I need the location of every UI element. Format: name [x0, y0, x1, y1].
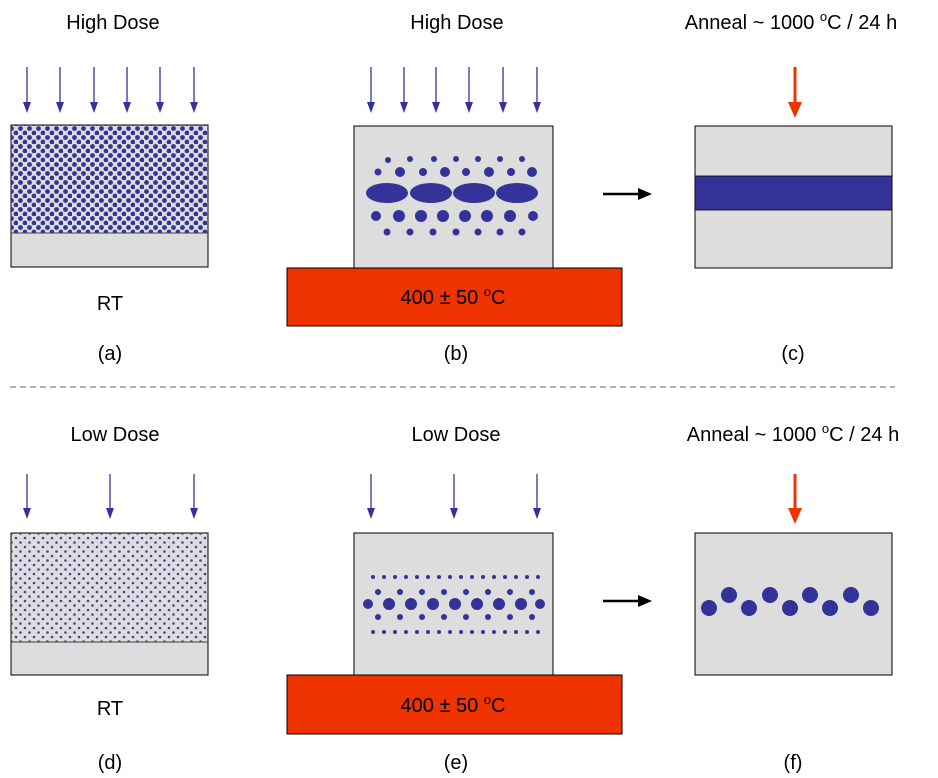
- precipitates-b: [366, 156, 538, 236]
- implanted-layer-d: [11, 533, 208, 642]
- process-arrow-top: [603, 188, 652, 200]
- caption-c: (c): [781, 343, 804, 365]
- title-e: Low Dose: [412, 424, 501, 446]
- heater-b: [286, 267, 623, 327]
- caption-a: (a): [98, 343, 122, 365]
- heater-label-b: 400 ± 50 oC: [401, 284, 506, 309]
- caption-f: (f): [784, 752, 803, 774]
- ion-arrows-a: [26, 67, 195, 110]
- implanted-layer-a: [11, 125, 208, 233]
- process-arrow-bottom: [603, 595, 652, 607]
- continuous-layer-c: [694, 175, 893, 211]
- heater-e: [286, 674, 623, 735]
- nanoclusters-f: [701, 587, 879, 616]
- title-f: Anneal ~ 1000 oC / 24 h: [687, 421, 899, 446]
- title-a: High Dose: [66, 12, 159, 34]
- ion-arrows-b: [370, 67, 538, 110]
- arrowheads-b: [367, 102, 541, 113]
- caption-d: (d): [98, 752, 122, 774]
- arrowheads-d: [23, 508, 198, 519]
- heater-label-e: 400 ± 50 oC: [401, 692, 506, 717]
- anneal-arrow-c: [788, 67, 802, 118]
- caption-e: (e): [444, 752, 468, 774]
- title-d: Low Dose: [71, 424, 160, 446]
- title-c: Anneal ~ 1000 oC / 24 h: [685, 9, 897, 34]
- title-b: High Dose: [410, 12, 503, 34]
- arrowheads-a: [23, 102, 198, 113]
- temp-label-a: RT: [97, 293, 123, 315]
- precipitates-e: [363, 575, 545, 634]
- temp-label-d: RT: [97, 698, 123, 720]
- caption-b: (b): [444, 343, 468, 365]
- anneal-arrow-f: [788, 474, 802, 524]
- arrowheads-e: [367, 508, 541, 519]
